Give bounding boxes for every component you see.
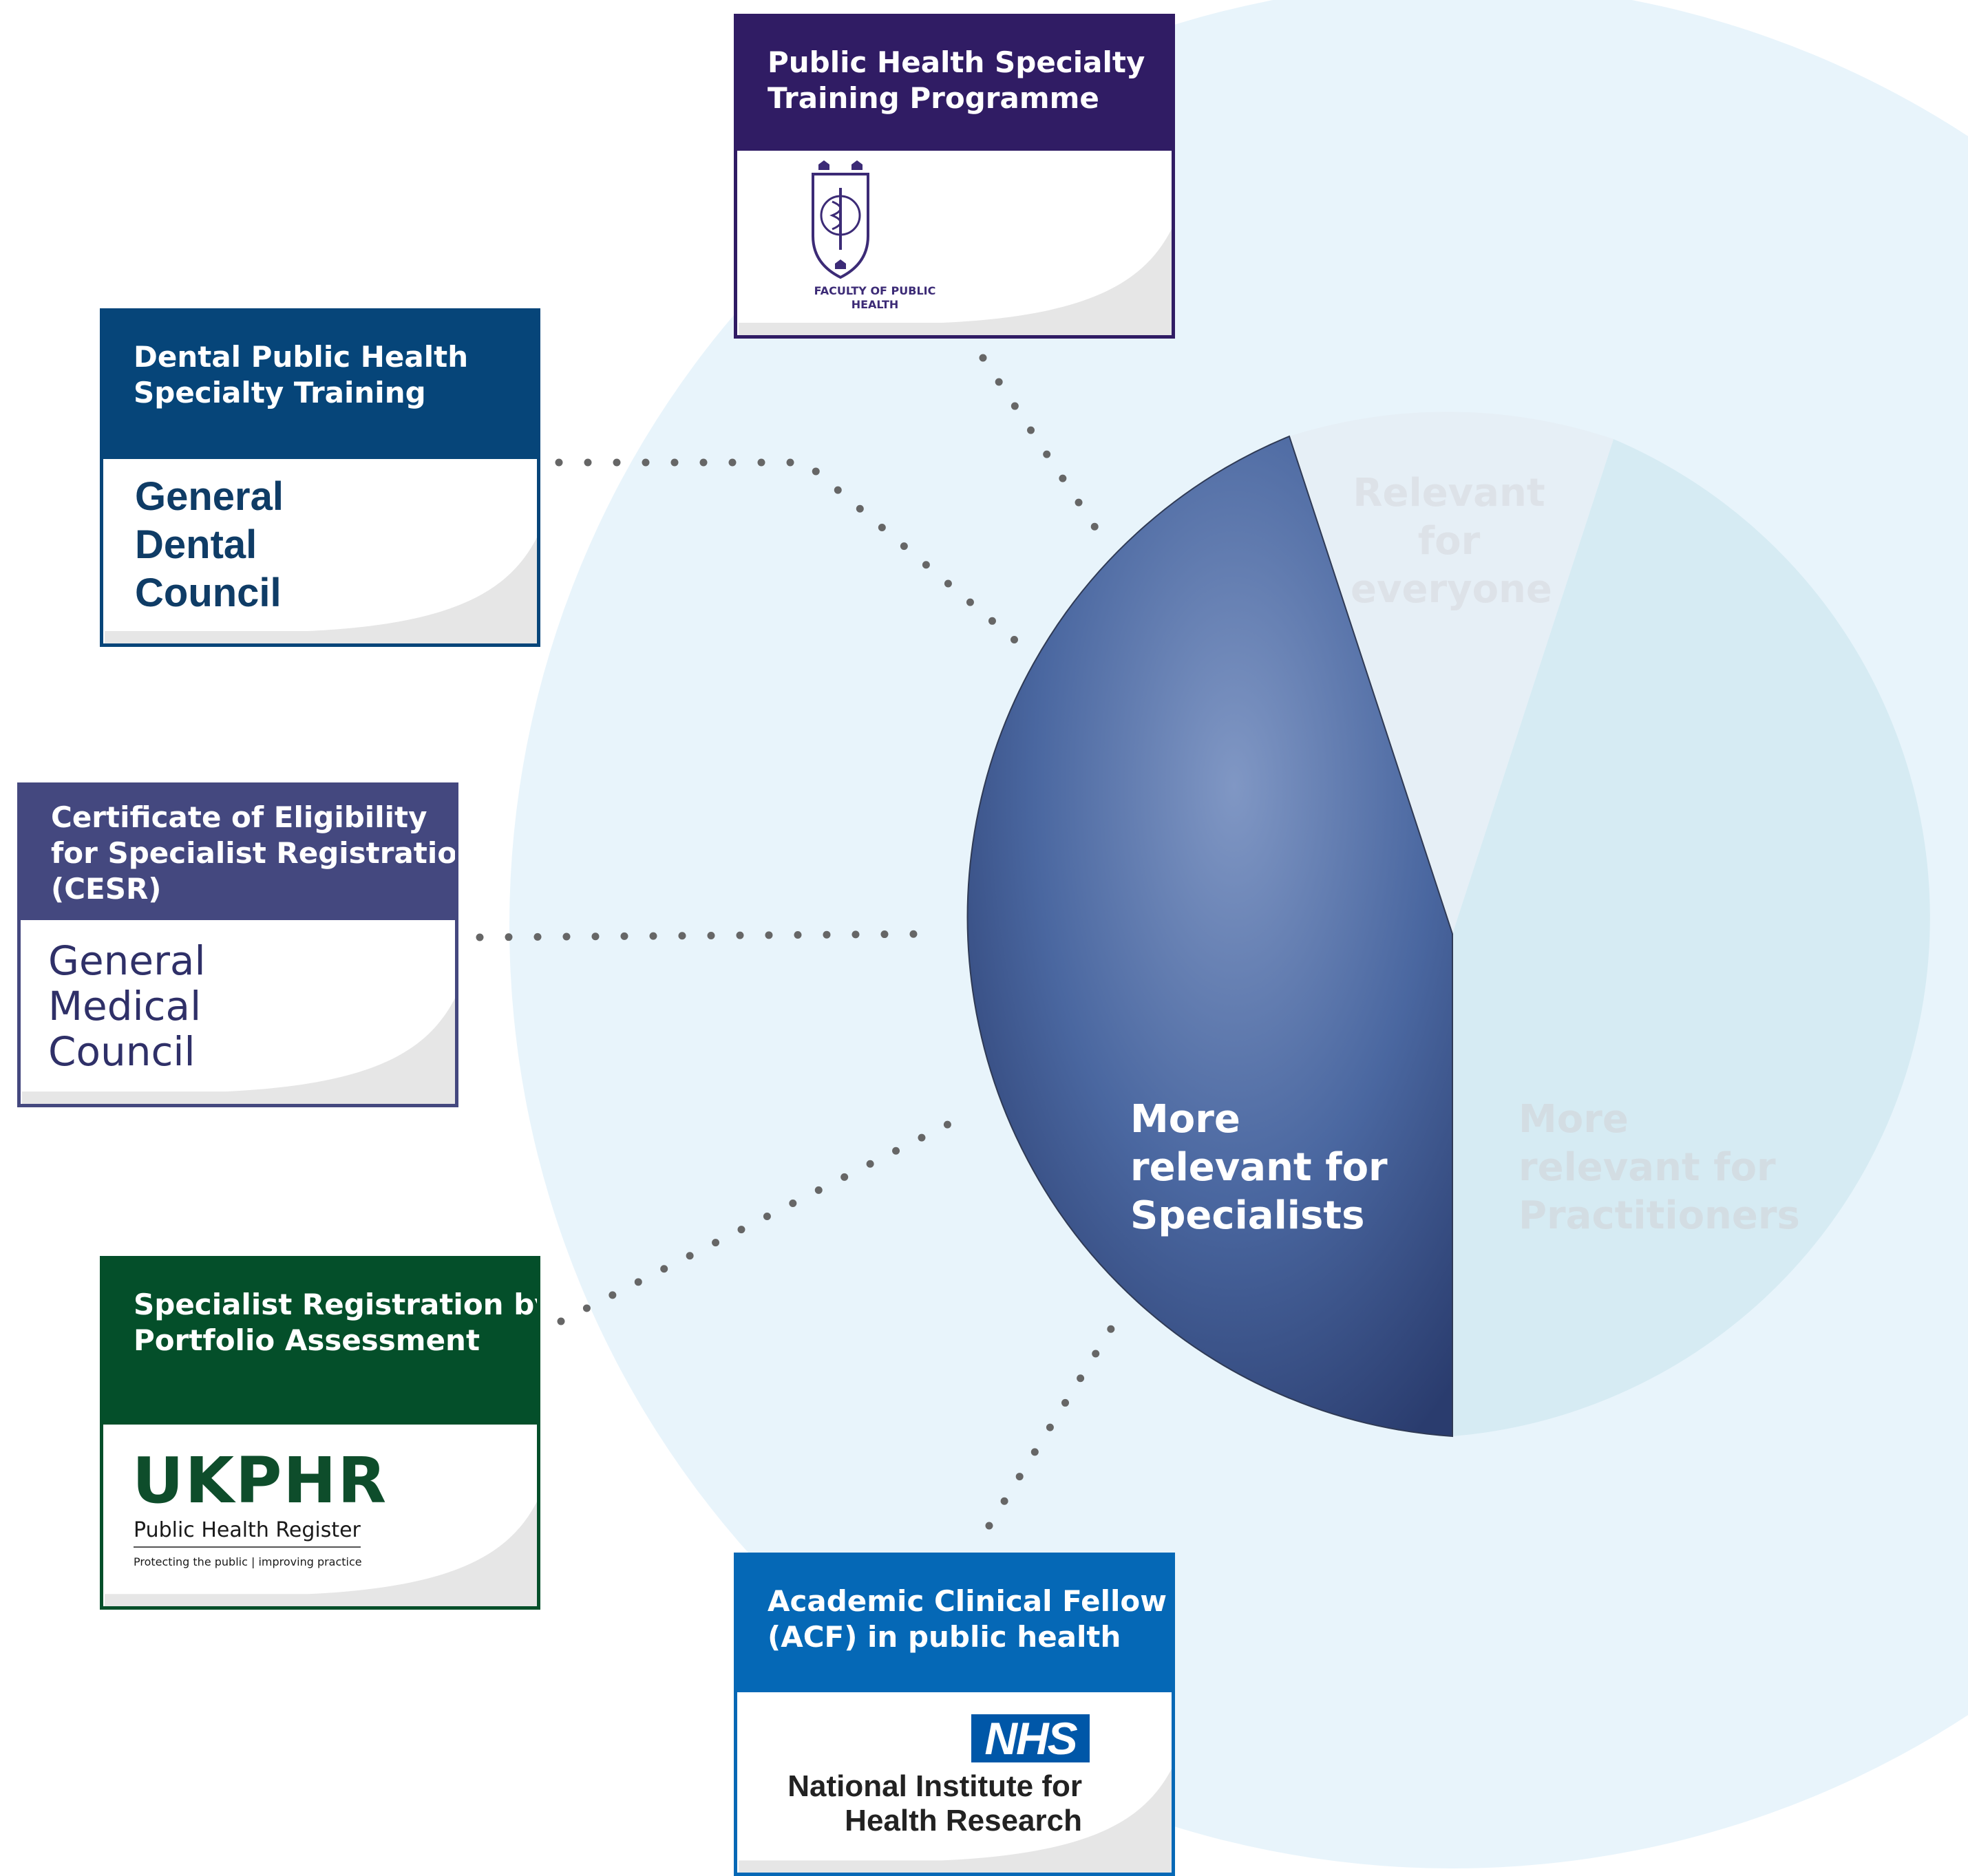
card-title: Specialist Registration by Portfolio Ass… bbox=[103, 1259, 537, 1425]
fph-logo-text: FACULTY OF PUBLIC HEALTH bbox=[814, 284, 936, 311]
card-cesr: Certificate of Eligibility for Specialis… bbox=[17, 782, 458, 1107]
segment-specialists bbox=[966, 435, 1453, 1438]
card-curve-decoration bbox=[105, 1502, 537, 1606]
connector-gmc bbox=[476, 930, 939, 941]
card-logo-area: UKPHR Public Health Register Protecting … bbox=[103, 1425, 537, 1606]
label-line: for bbox=[1417, 519, 1481, 564]
card-title-line: Portfolio Assessment bbox=[134, 1323, 480, 1357]
label-line: Specialists bbox=[1130, 1193, 1365, 1238]
connector-gdc bbox=[555, 458, 1023, 648]
label-line: everyone bbox=[1351, 567, 1552, 612]
card-curve-decoration bbox=[105, 537, 537, 643]
ukphr-logo-tagline: Protecting the public | improving practi… bbox=[134, 1555, 362, 1568]
card-title-line: (CESR) bbox=[51, 872, 162, 906]
logo-line: Health Research bbox=[845, 1804, 1082, 1837]
logo-line: Council bbox=[135, 571, 282, 615]
card-logo-area: NHS National Institute for Health Resear… bbox=[737, 1692, 1172, 1873]
label-line: relevant for bbox=[1519, 1145, 1776, 1190]
logo-line: Dental bbox=[135, 522, 257, 567]
nihr-logo-text: National Institute for Health Research bbox=[787, 1769, 1082, 1838]
ukphr-logo-sub: Public Health Register bbox=[134, 1518, 361, 1548]
card-logo-area: General Dental Council bbox=[103, 459, 537, 643]
segment-practitioners bbox=[1452, 439, 1930, 1436]
card-title: Dental Public Health Specialty Training bbox=[103, 312, 537, 459]
card-logo-area: General Medical Council bbox=[21, 920, 455, 1104]
card-specialist-registration-portfolio: Specialist Registration by Portfolio Ass… bbox=[100, 1256, 540, 1610]
label-line: Relevant bbox=[1353, 471, 1545, 515]
card-title: Public Health Specialty Training Program… bbox=[737, 17, 1172, 151]
label-line: Practitioners bbox=[1519, 1193, 1800, 1238]
card-dental-public-health: Dental Public Health Specialty Training … bbox=[100, 308, 540, 647]
card-curve-decoration bbox=[22, 998, 455, 1104]
card-title-line: for Specialist Registration bbox=[51, 836, 458, 870]
card-title-line: Specialist Registration by bbox=[134, 1288, 540, 1321]
logo-line: National Institute for bbox=[787, 1769, 1082, 1803]
label-everyone: Relevant for everyone bbox=[1351, 469, 1552, 614]
card-curve-decoration bbox=[739, 1769, 1172, 1873]
card-title: Academic Clinical Fellow (ACF) in public… bbox=[737, 1556, 1172, 1692]
card-logo-area: FACULTY OF PUBLIC HEALTH bbox=[737, 151, 1172, 335]
label-practitioners: More relevant for Practitioners bbox=[1519, 1096, 1800, 1240]
card-title-line: (ACF) in public health bbox=[768, 1620, 1121, 1654]
label-line: More bbox=[1130, 1097, 1240, 1142]
logo-line: Council bbox=[48, 1028, 195, 1075]
card-title-line: Specialty Training bbox=[134, 376, 426, 409]
card-title: Certificate of Eligibility for Specialis… bbox=[21, 786, 455, 920]
faculty-crest-icon bbox=[812, 160, 869, 279]
logo-line: General bbox=[48, 937, 206, 984]
logo-line: General bbox=[135, 474, 284, 519]
ukphr-logo-main: UKPHR bbox=[132, 1444, 388, 1517]
card-curve-decoration bbox=[739, 228, 1172, 335]
card-title-line: Academic Clinical Fellow bbox=[768, 1584, 1167, 1618]
nhs-logo-badge: NHS bbox=[971, 1714, 1090, 1762]
connector-ukphr bbox=[557, 1109, 975, 1325]
card-academic-clinical-fellow: Academic Clinical Fellow (ACF) in public… bbox=[734, 1553, 1175, 1876]
card-title-line: Training Programme bbox=[768, 81, 1099, 115]
label-line: More bbox=[1519, 1097, 1629, 1142]
gdc-logo: General Dental Council bbox=[135, 473, 284, 617]
label-specialists: More relevant for Specialists bbox=[1130, 1096, 1388, 1240]
card-public-health-specialty-training: Public Health Specialty Training Program… bbox=[734, 14, 1175, 339]
card-title-line: Public Health Specialty bbox=[768, 45, 1145, 79]
card-title-line: Certificate of Eligibility bbox=[51, 800, 427, 834]
logo-line: Medical bbox=[48, 983, 202, 1030]
label-line: relevant for bbox=[1130, 1145, 1388, 1190]
connector-lines bbox=[476, 354, 1124, 1530]
segment-everyone bbox=[1289, 412, 1613, 934]
gmc-logo: General Medical Council bbox=[48, 938, 206, 1074]
card-title-line: Dental Public Health bbox=[134, 340, 469, 374]
